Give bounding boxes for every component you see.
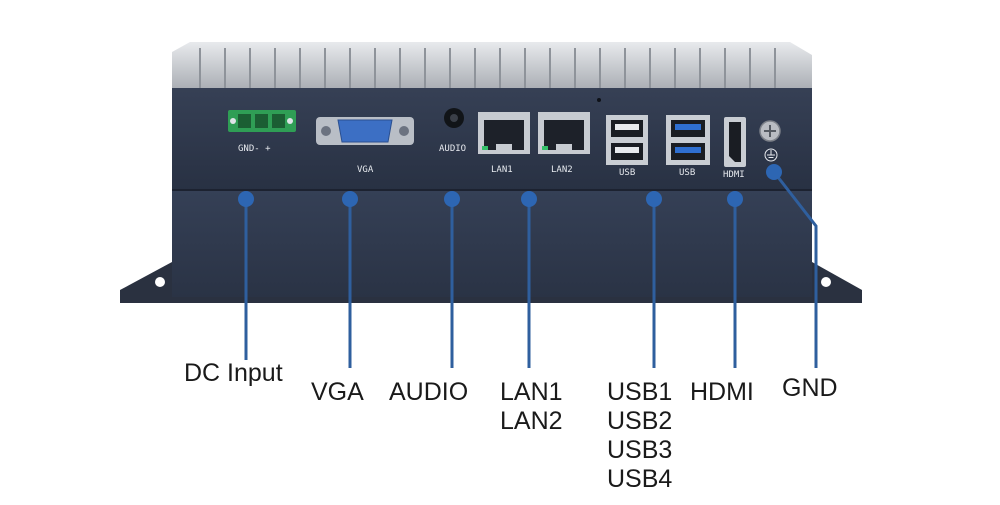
lan1-port	[478, 112, 530, 154]
ground-screw	[759, 120, 781, 142]
vga-port	[316, 117, 414, 145]
callout-gnd: GND	[782, 374, 838, 402]
dc-panel-label: GND- +	[238, 144, 271, 154]
usb2-ports	[606, 115, 648, 165]
usb-panel-label-2: USB	[679, 168, 695, 178]
usb3-ports	[666, 115, 710, 165]
audio-jack	[444, 108, 464, 128]
hdmi-port	[724, 117, 746, 167]
mount-hole-left	[155, 277, 165, 287]
ground-symbol-icon	[764, 148, 778, 162]
lower-chassis	[172, 190, 812, 297]
callout-dots	[238, 164, 782, 207]
hdmi-panel-label: HDMI	[723, 170, 745, 180]
lan2-port	[538, 112, 590, 154]
callout-dc-input: DC Input	[184, 359, 283, 387]
dc-terminal-block	[228, 110, 296, 132]
usb-panel-label-1: USB	[619, 168, 635, 178]
callout-lines	[244, 171, 818, 368]
callout-usb3: USB3	[607, 436, 673, 464]
lan2-panel-label: LAN2	[551, 165, 573, 175]
callout-vga: VGA	[311, 378, 364, 406]
callout-usb2: USB2	[607, 407, 673, 435]
callout-usb: USB1 USB2 USB3 USB4	[607, 378, 672, 494]
callout-hdmi: HDMI	[690, 378, 754, 406]
vga-panel-label: VGA	[357, 165, 374, 175]
lan1-panel-label: LAN1	[491, 165, 513, 175]
callout-audio: AUDIO	[389, 378, 469, 406]
mount-hole-right	[821, 277, 831, 287]
callout-usb4: USB4	[607, 465, 673, 493]
callout-lan1: LAN1	[500, 378, 563, 406]
audio-panel-label: AUDIO	[439, 144, 466, 154]
heatsink	[172, 42, 812, 90]
callout-lan2: LAN2	[500, 407, 563, 435]
callout-usb1: USB1	[607, 378, 673, 406]
callout-lan: LAN1 LAN2	[500, 378, 563, 436]
